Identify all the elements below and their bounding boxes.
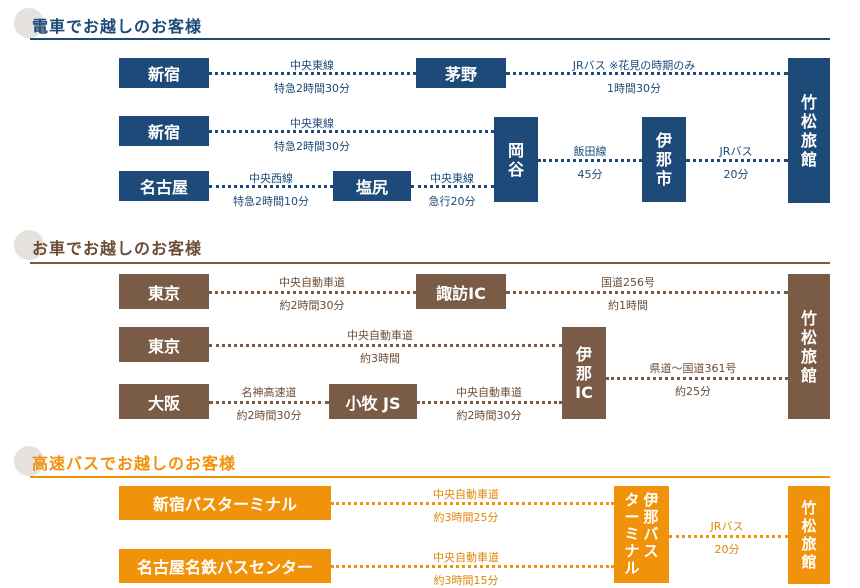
route-label-top: 中央自動車道 — [456, 386, 522, 399]
section-title-train: 電車でお越しのお客様 — [32, 17, 203, 36]
route-label-bottom: 約2時間30分 — [279, 299, 345, 312]
route-label-top: 飯田線 — [573, 145, 607, 158]
route-line — [606, 377, 788, 380]
node-okaya: 岡 谷 — [494, 117, 538, 202]
route-label-bottom: 約2時間30分 — [456, 409, 522, 422]
node-nagoya: 名古屋 — [119, 171, 209, 201]
route-label-top: 中央東線 — [430, 172, 474, 185]
route-label-bottom: 約2時間30分 — [236, 409, 302, 422]
route-line — [417, 401, 562, 404]
route-label-bottom: 1時間30分 — [607, 82, 661, 95]
node-tokyo: 東京 — [119, 274, 209, 309]
route-label-top: 名神高速道 — [241, 386, 297, 399]
route-label-top: 中央自動車道 — [279, 276, 345, 289]
route-line — [506, 291, 788, 294]
node-shinjuku: 新宿 — [119, 58, 209, 88]
node-shinjuku: 新宿 — [119, 116, 209, 146]
route-line — [209, 401, 329, 404]
route-label-top: 県道～国道361号 — [649, 362, 737, 375]
route-label-bottom: 約3時間25分 — [433, 511, 499, 524]
route-label-bottom: 20分 — [723, 168, 749, 181]
route-label-top: 中央東線 — [290, 117, 334, 130]
route-label-bottom: 20分 — [714, 543, 740, 556]
route-label-bottom: 特急2時間10分 — [233, 195, 309, 208]
section-title-bus: 高速バスでお越しのお客様 — [32, 454, 237, 473]
route-line — [411, 185, 494, 188]
route-line — [506, 72, 788, 75]
route-label-top: JRバス ※花見の時期のみ — [572, 59, 696, 72]
route-label-bottom: 急行20分 — [428, 195, 476, 208]
node-komaki-js: 小牧 JS — [329, 384, 417, 419]
node-label-col: タ ー ミ ナ ル — [624, 491, 640, 577]
route-line — [209, 72, 416, 75]
route-label-top: 中央東線 — [290, 59, 334, 72]
section-circle — [14, 230, 44, 260]
route-label-top: 国道256号 — [601, 276, 655, 289]
route-label-top: 中央自動車道 — [433, 488, 499, 501]
route-label-top: 中央西線 — [249, 172, 293, 185]
node-osaka: 大阪 — [119, 384, 209, 419]
node-ryokan: 竹 松 旅 館 — [788, 274, 830, 419]
route-label-bottom: 約1時間 — [608, 299, 648, 312]
route-line — [209, 291, 416, 294]
node-kayano: 茅野 — [416, 58, 506, 88]
node-ryokan: 竹 松 旅 館 — [788, 58, 830, 203]
route-label-bottom: 約25分 — [675, 385, 711, 398]
route-line — [669, 535, 788, 538]
route-label-top: 中央自動車道 — [433, 551, 499, 564]
section-divider — [30, 262, 830, 264]
route-label-bottom: 約3時間 — [360, 352, 400, 365]
route-label-bottom: 45分 — [577, 168, 603, 181]
route-label-bottom: 特急2時間30分 — [274, 140, 350, 153]
route-label-bottom: 約3時間15分 — [433, 574, 499, 587]
route-label-top: JRバス — [719, 145, 753, 158]
section-divider — [30, 38, 830, 40]
node-tokyo: 東京 — [119, 327, 209, 362]
node-inashi: 伊 那 市 — [642, 117, 686, 202]
node-shinjuku-bus-terminal: 新宿バスターミナル — [119, 486, 331, 520]
route-label-top: 中央自動車道 — [347, 329, 413, 342]
node-ryokan: 竹 松 旅 館 — [788, 486, 830, 584]
route-line — [331, 502, 614, 505]
section-title-car: お車でお越しのお客様 — [32, 239, 203, 258]
node-shiojiri: 塩尻 — [333, 171, 411, 201]
route-label-bottom: 特急2時間30分 — [274, 82, 350, 95]
node-suwa-ic: 諏訪IC — [416, 274, 506, 309]
node-label-col: 伊 那 バ ス — [643, 491, 659, 560]
route-line — [209, 185, 333, 188]
node-ina-bus-terminal: タ ー ミ ナ ル 伊 那 バ ス — [614, 486, 669, 583]
section-circle — [14, 446, 44, 476]
route-line — [331, 565, 614, 568]
route-line — [209, 130, 494, 133]
node-ina-ic: 伊 那 IC — [562, 327, 606, 419]
section-circle — [14, 8, 44, 38]
route-label-top: JRバス — [710, 520, 744, 533]
section-divider — [30, 476, 830, 478]
route-line — [686, 159, 788, 162]
route-line — [209, 344, 562, 347]
node-nagoya-meitetsu-bus-center: 名古屋名鉄バスセンター — [119, 549, 331, 583]
route-line — [538, 159, 642, 162]
